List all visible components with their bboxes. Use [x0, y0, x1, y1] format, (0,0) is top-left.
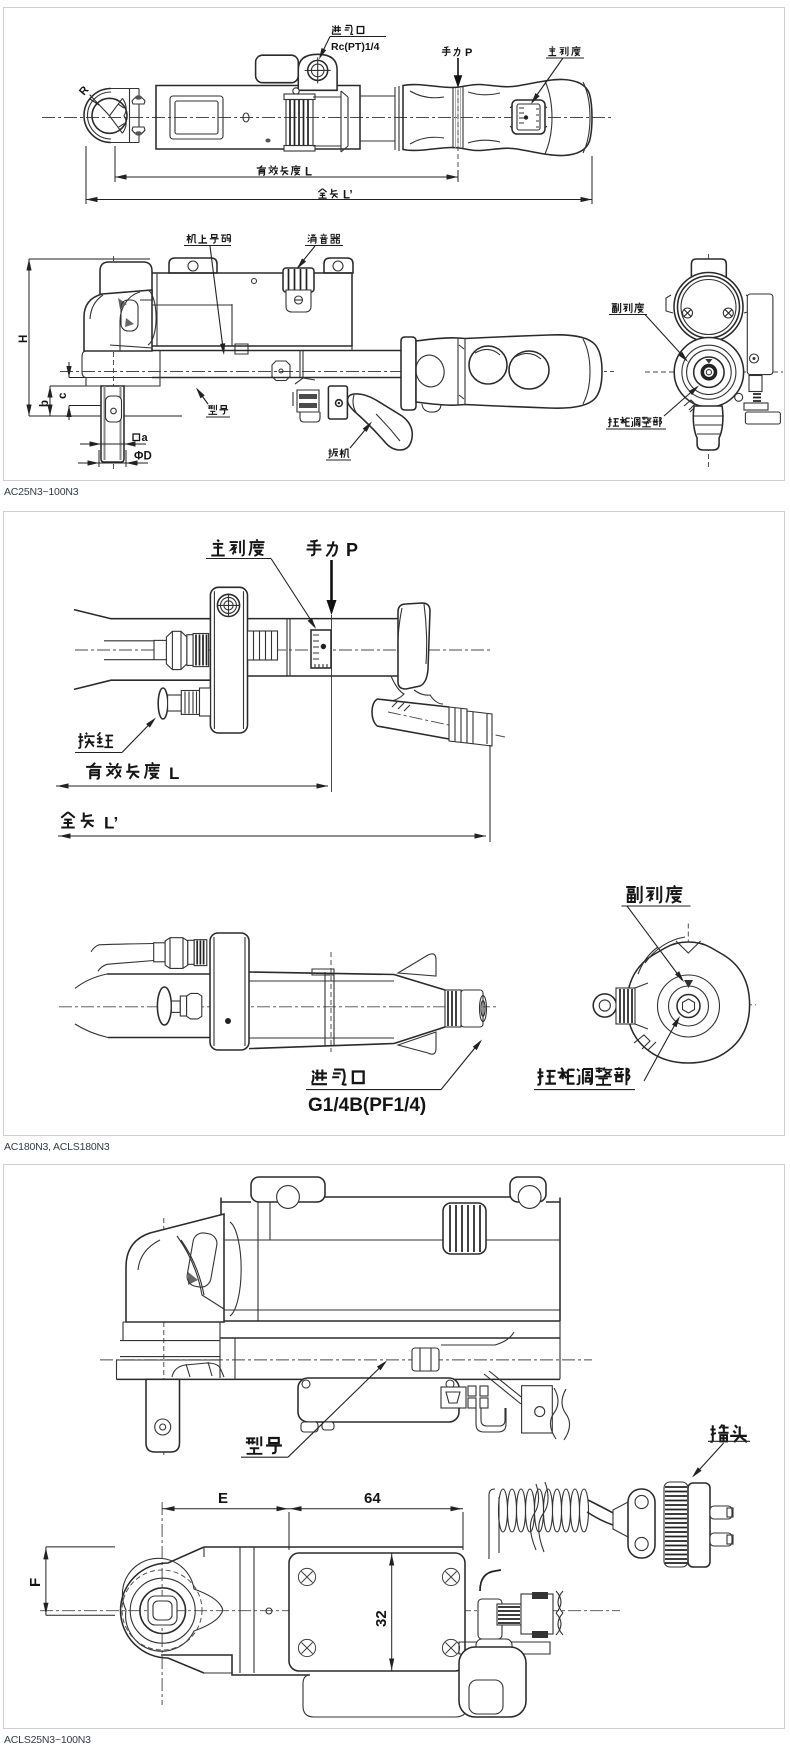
svg-text:32: 32 [373, 1610, 390, 1627]
svg-text:F: F [27, 1578, 44, 1587]
svg-text:R: R [77, 84, 91, 98]
svg-text:L’: L’ [343, 190, 353, 202]
svg-text:E: E [218, 1490, 228, 1507]
svg-text:c: c [57, 392, 69, 399]
svg-text:b: b [39, 400, 51, 407]
svg-text:L’: L’ [104, 814, 118, 833]
svg-text:a: a [142, 432, 149, 444]
svg-text:ΦD: ΦD [134, 451, 152, 463]
svg-text:P: P [346, 540, 358, 560]
svg-text:64: 64 [364, 1490, 381, 1507]
svg-text:P: P [465, 47, 472, 59]
svg-text:H: H [18, 335, 30, 343]
svg-text:L: L [169, 764, 179, 783]
svg-text:L: L [305, 167, 312, 179]
svg-text:G1/4B(PF1/4): G1/4B(PF1/4) [308, 1095, 426, 1116]
svg-text:Rc(PT)1/4: Rc(PT)1/4 [331, 41, 380, 53]
